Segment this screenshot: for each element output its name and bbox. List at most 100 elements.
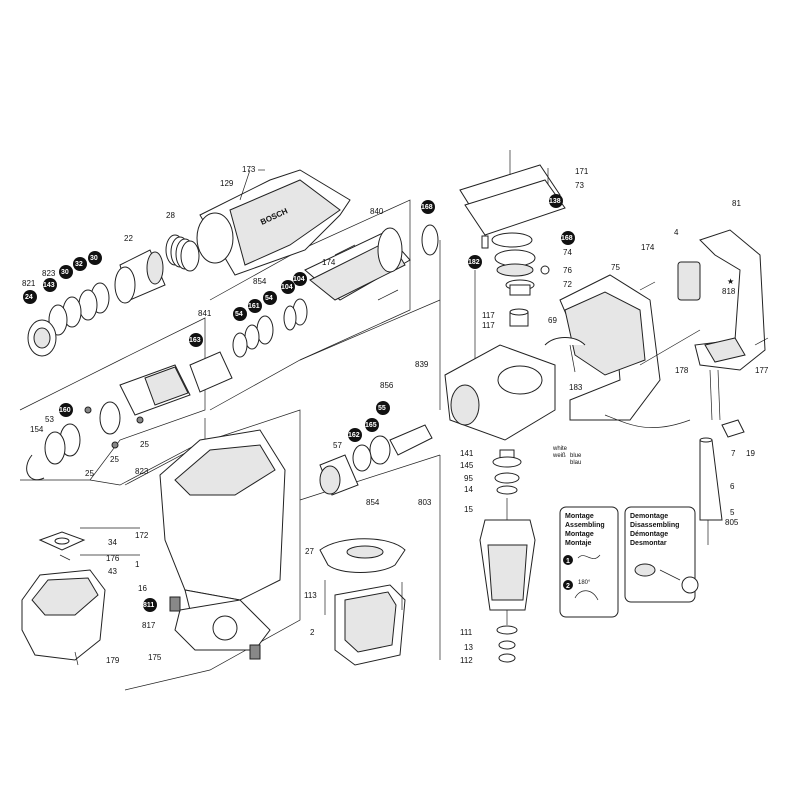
step-2-number: 2 [566, 583, 570, 590]
part-label-95: 95 [464, 474, 473, 483]
spring-28 [165, 234, 200, 272]
handle-parts [544, 229, 769, 428]
part-label-22: 22 [124, 234, 133, 243]
part-label-2: 2 [310, 628, 315, 637]
wire-label-blau: blau [570, 460, 581, 466]
brush-plate-16 [169, 596, 271, 660]
part-label-5: 5 [730, 508, 735, 517]
badge-label-30a: 30 [90, 255, 98, 262]
part-label-76: 76 [563, 266, 572, 275]
badge-label-138: 138 [549, 198, 561, 205]
montage-line-2: Assembling [565, 522, 605, 529]
part-label-821: 821 [22, 279, 36, 288]
badge-label-54a: 54 [235, 311, 243, 318]
spring-icon [577, 554, 601, 559]
rotate-arrow-icon [574, 590, 599, 601]
part-label-43: 43 [108, 567, 117, 576]
part-label-154: 154 [30, 425, 44, 434]
cable-parts [699, 419, 745, 545]
part-label-112: 112 [460, 656, 473, 665]
part-label-818: 818 [722, 287, 736, 296]
badge-label-104a: 104 [281, 284, 293, 291]
part-label-27: 27 [305, 547, 314, 556]
part-label-74: 74 [563, 248, 572, 257]
montage-line-1: Montage [565, 513, 594, 520]
part-label-823b: 823 [135, 467, 149, 476]
badge-label-24: 24 [25, 294, 33, 301]
part-labels: 173 129 28 22 823 821 840 174 854 841 53… [22, 165, 769, 665]
part-label-7: 7 [731, 449, 736, 458]
end-cap-821 [27, 319, 57, 357]
part-label-803: 803 [418, 498, 432, 507]
cylinder-parts [26, 224, 439, 481]
part-label-13: 13 [464, 643, 473, 652]
badge-label-162: 162 [348, 432, 360, 439]
demontage-line-1: Demontage [630, 513, 668, 520]
part-label-840: 840 [370, 207, 384, 216]
part-label-854b: 854 [366, 498, 380, 507]
part-label-117a: 117 [482, 311, 495, 320]
part-label-69: 69 [548, 316, 557, 325]
part-label-839: 839 [415, 360, 429, 369]
montage-box: Montage Assembling Montage Montaje 1 2 1… [559, 506, 619, 618]
montage-line-4: Montaje [565, 540, 592, 547]
part-label-172: 172 [135, 531, 149, 540]
part-label-53: 53 [45, 415, 54, 424]
sleeve-22 [114, 249, 166, 304]
end-cap-43 [21, 531, 106, 666]
part-label-117b: 117 [482, 321, 495, 330]
badge-label-182: 182 [468, 259, 480, 266]
part-label-6: 6 [730, 482, 735, 491]
demontage-line-4: Desmontar [630, 540, 667, 547]
star-marker: ★ [727, 277, 734, 286]
badge-label-165: 165 [365, 422, 377, 429]
part-label-178: 178 [675, 366, 689, 375]
step-1-marker [563, 555, 573, 565]
part-label-81: 81 [732, 199, 741, 208]
part-label-177: 177 [755, 366, 769, 375]
part-label-129: 129 [220, 179, 234, 188]
part-label-57: 57 [333, 441, 342, 450]
part-label-16: 16 [138, 584, 147, 593]
chuck-parts: BOSCH [27, 169, 351, 357]
part-label-34: 34 [108, 538, 117, 547]
badge-label-104b: 104 [293, 276, 305, 283]
bearing-icon [634, 563, 656, 577]
part-label-113: 113 [304, 591, 317, 600]
part-label-174b: 174 [641, 243, 655, 252]
badge-label-55: 55 [378, 405, 386, 412]
part-label-25a: 25 [110, 455, 119, 464]
part-label-805: 805 [725, 518, 739, 527]
part-label-179: 179 [106, 656, 120, 665]
part-label-1: 1 [135, 560, 140, 569]
step-2-marker [563, 580, 573, 590]
connecting-rod-856 [319, 424, 433, 496]
wire-label-white: white [552, 446, 568, 452]
wire-label-blue: blue [570, 453, 582, 459]
part-label-174a: 174 [322, 258, 336, 267]
part-label-28: 28 [166, 211, 175, 220]
part-label-14: 14 [464, 485, 473, 494]
gear-parts [459, 150, 566, 327]
motor-housing-1 [159, 429, 286, 621]
part-label-841: 841 [198, 309, 212, 318]
stator-parts [319, 538, 406, 666]
part-label-25b: 25 [140, 440, 149, 449]
badge-label-161: 161 [248, 303, 260, 310]
part-label-4: 4 [674, 228, 679, 237]
gear-housing-839 [444, 344, 556, 441]
part-label-817: 817 [142, 621, 156, 630]
badge-label-168b: 168 [561, 235, 573, 242]
pull-arrow-icon [659, 569, 681, 581]
badge-label-811: 811 [143, 602, 154, 609]
demontage-line-2: Disassembling [630, 522, 679, 529]
badge-label-168a: 168 [421, 204, 433, 211]
part-label-145: 145 [460, 461, 474, 470]
badge-label-160: 160 [59, 407, 71, 414]
badge-label-163: 163 [189, 337, 201, 344]
part-label-15: 15 [464, 505, 473, 514]
part-label-141: 141 [460, 449, 474, 458]
wire-color-tags: white weiß blue blau [552, 446, 582, 466]
step-1-number: 1 [566, 558, 570, 565]
